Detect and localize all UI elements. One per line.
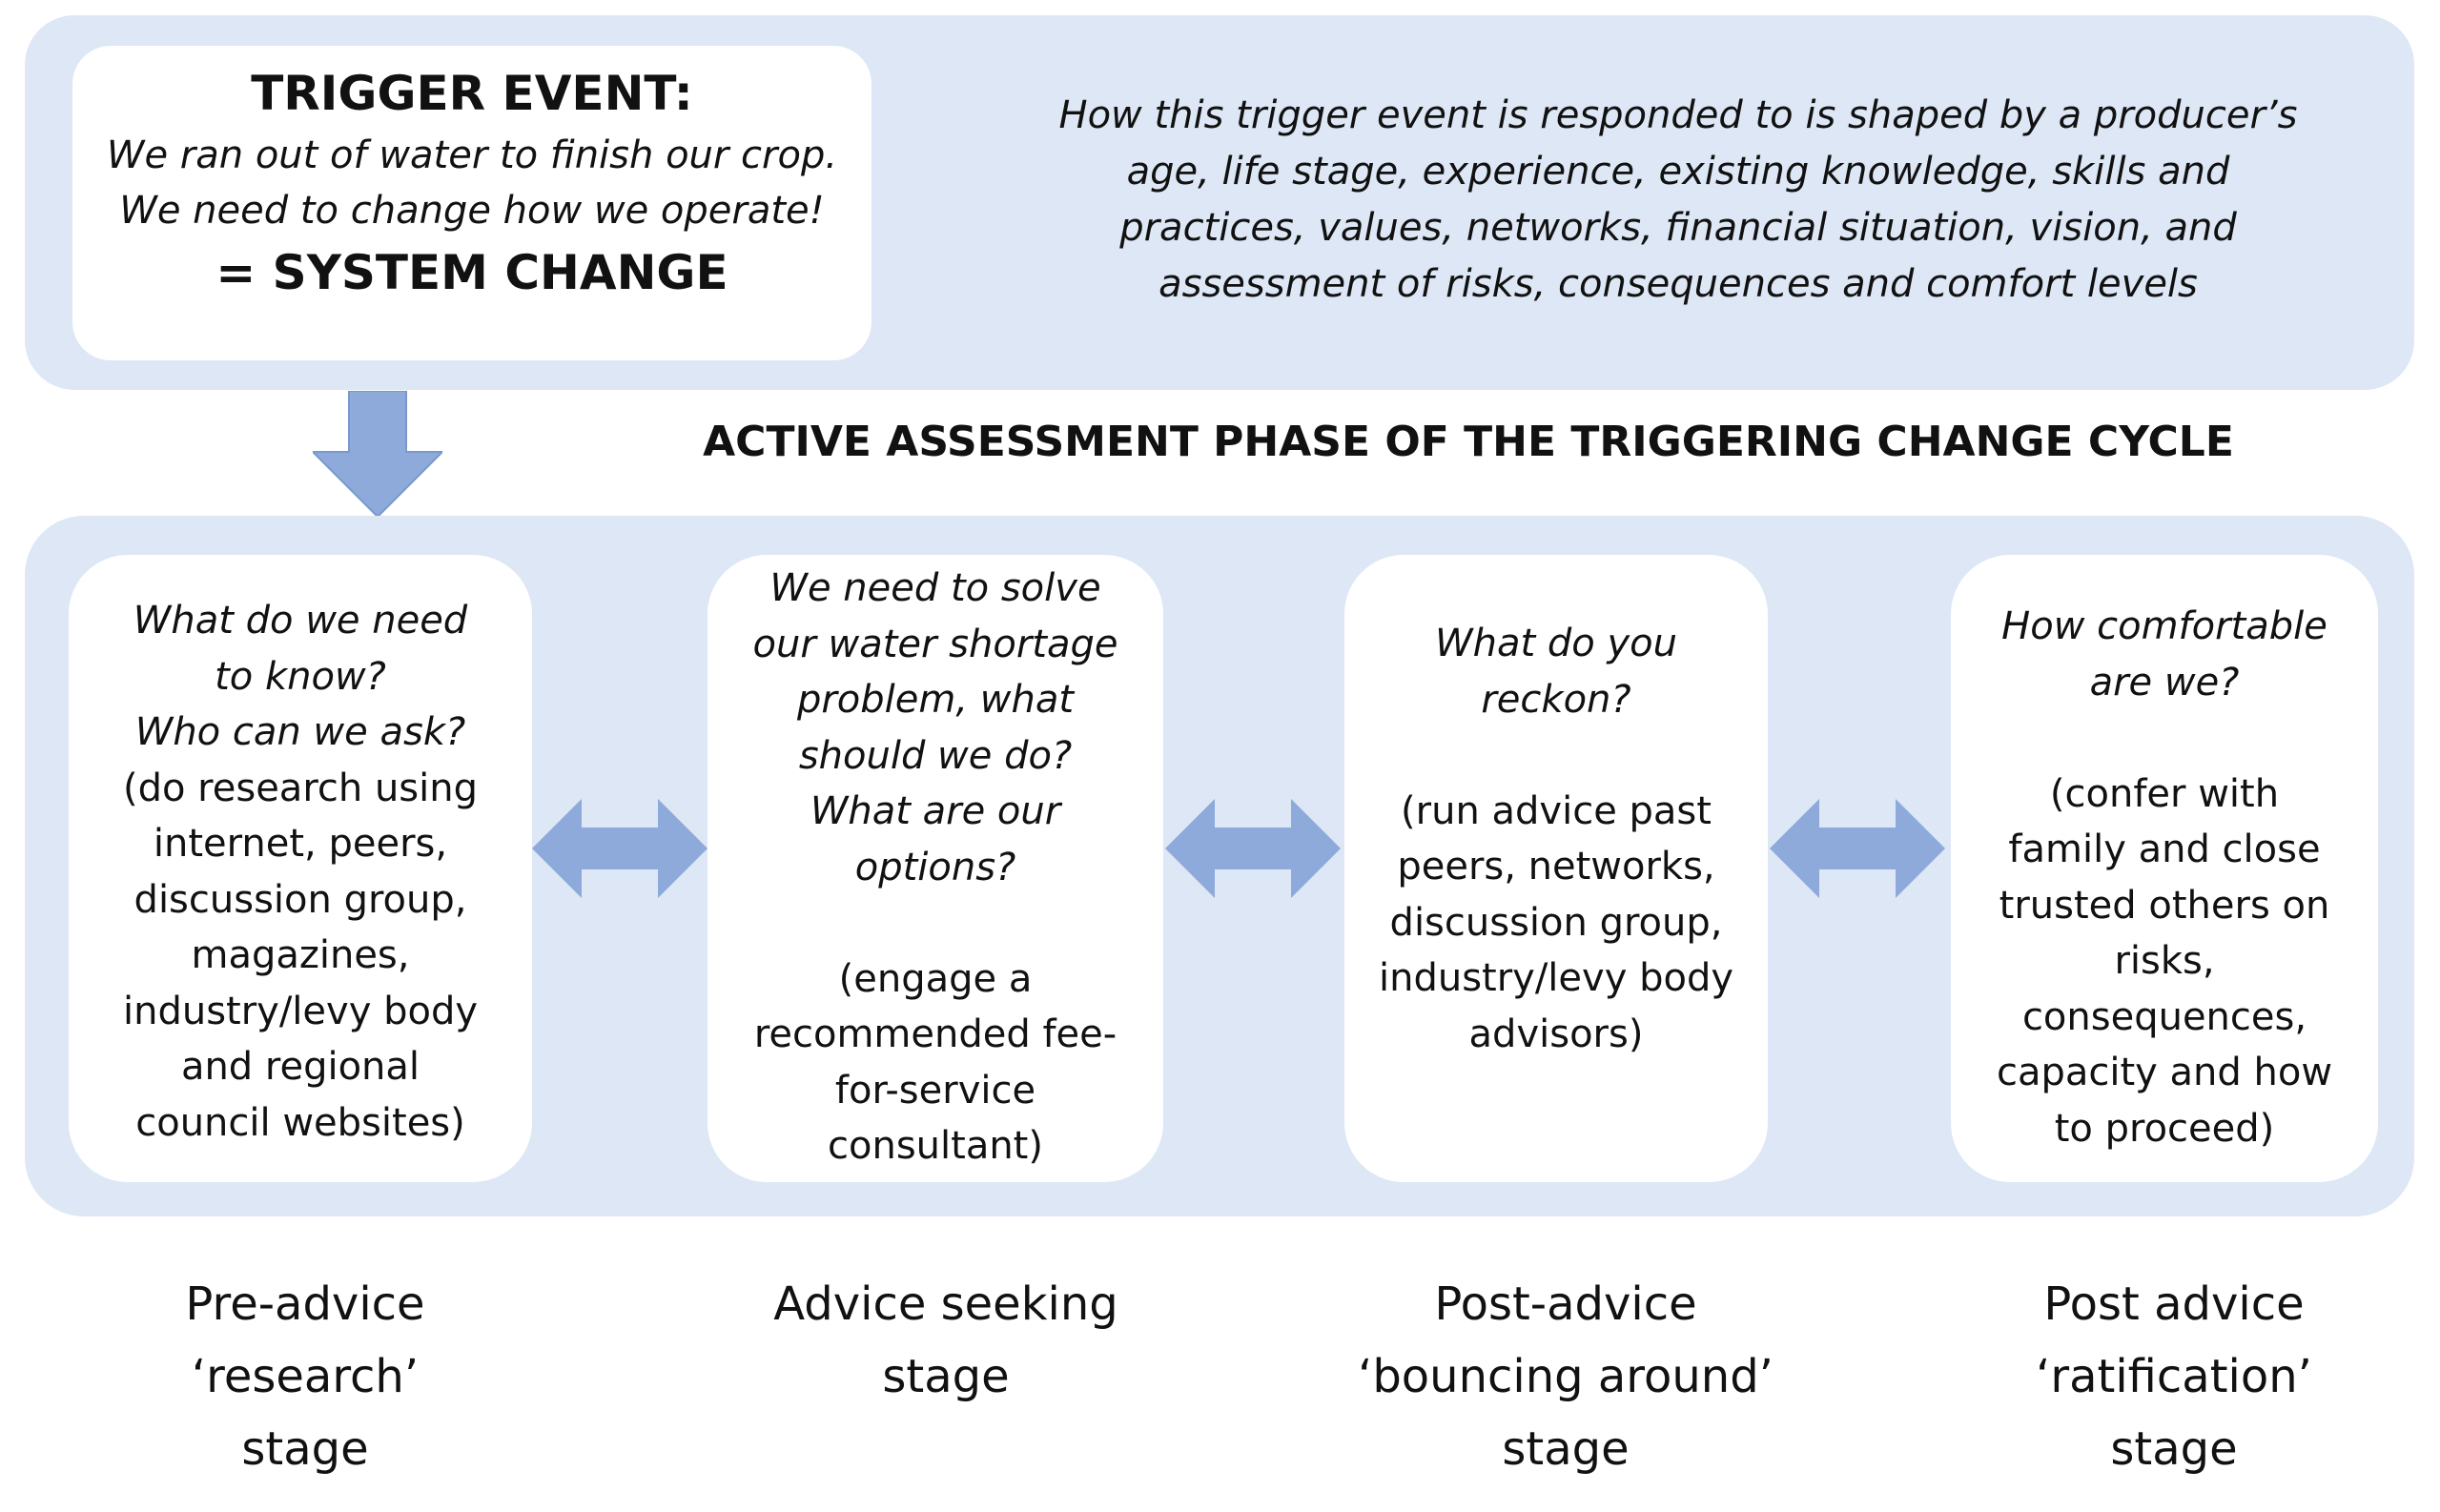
stage-card-pre-advice: What do we need to know? Who can we ask?…	[69, 555, 532, 1182]
stage-question-line: What do you	[1435, 622, 1677, 665]
stage-label-line: stage	[2110, 1422, 2238, 1476]
stage-action-line: (do research using	[123, 766, 478, 810]
stage-label-bouncing-around: Post-advice ‘bouncing around’ stage	[1299, 1268, 1833, 1485]
stage-action-line: magazines,	[191, 933, 410, 977]
stage-label-pre-advice: Pre-advice ‘research’ stage	[86, 1268, 524, 1485]
stage-question-line: options?	[854, 845, 1016, 889]
stage-label-line: ‘bouncing around’	[1358, 1350, 1774, 1403]
stage-action-line: risks,	[2114, 939, 2215, 983]
stage-action-line: (engage a	[838, 956, 1033, 1001]
stage-label-line: stage	[241, 1422, 369, 1476]
stage-label-line: Advice seeking	[773, 1277, 1118, 1331]
stage-action-line: internet, peers,	[153, 822, 448, 866]
stage-question-line: to know?	[215, 654, 386, 699]
stage-question-line: reckon?	[1481, 677, 1631, 722]
double-arrow-icon	[1165, 799, 1341, 898]
stage-question-line: should we do?	[798, 733, 1073, 778]
stage-question-line: are we?	[2089, 660, 2240, 705]
stage-card-bouncing-around: What do you reckon? (run advice past pee…	[1344, 555, 1768, 1182]
stage-question-line: We need to solve	[769, 566, 1101, 610]
double-arrow-icon	[532, 799, 707, 898]
stage-action-line: to proceed)	[2054, 1106, 2275, 1151]
stage-question-line: How comfortable	[2001, 604, 2327, 648]
stage-card-advice-seeking: We need to solve our water shortage prob…	[707, 555, 1163, 1182]
trigger-event-title: TRIGGER EVENT:	[251, 66, 693, 121]
stage-action-line: discussion group,	[133, 877, 467, 922]
stage-action-line: industry/levy body	[1378, 956, 1734, 1000]
stage-question-line: Who can we ask?	[134, 710, 466, 754]
stage-action-line: consultant)	[828, 1124, 1043, 1168]
stage-action-line: family and close	[2008, 828, 2321, 871]
stage-action-line: consequences,	[2021, 994, 2307, 1039]
trigger-note-line: practices, values, networks, financial s…	[1119, 206, 2237, 250]
stage-action-line: and regional	[180, 1045, 420, 1089]
stage-question-line: problem, what	[796, 678, 1075, 722]
trigger-event-line-2: We need to change how we operate!	[119, 189, 825, 233]
trigger-response-note: How this trigger event is responded to i…	[953, 88, 2403, 313]
stage-label-line: ‘ratification’	[2036, 1350, 2312, 1403]
down-arrow-icon	[313, 391, 442, 517]
trigger-event-card: TRIGGER EVENT: We ran out of water to fi…	[72, 46, 871, 360]
phase-title: ACTIVE ASSESSMENT PHASE OF THE TRIGGERIN…	[703, 418, 2234, 466]
stage-action-line: (confer with	[2049, 771, 2280, 816]
stage-question-line: What are our	[810, 789, 1061, 833]
trigger-event-line-1: We ran out of water to finish our crop.	[106, 133, 838, 177]
trigger-note-line: How this trigger event is responded to i…	[1058, 93, 2298, 137]
stage-card-ratification: How comfortable are we? (confer with fam…	[1951, 555, 2378, 1182]
stage-label-line: Post-advice	[1434, 1277, 1697, 1331]
stage-action-line: council websites)	[135, 1100, 465, 1145]
trigger-note-line: assessment of risks, consequences and co…	[1158, 262, 2198, 306]
stage-action-line: industry/levy body	[122, 989, 479, 1033]
stage-question-line: What do we need	[133, 599, 468, 643]
stage-label-line: stage	[1502, 1422, 1630, 1476]
stage-label-ratification: Post advice ‘ratification’ stage	[1936, 1268, 2412, 1485]
stage-action-line: advisors)	[1468, 1011, 1644, 1056]
stage-action-line: peers, networks,	[1397, 845, 1715, 889]
stage-label-advice-seeking: Advice seeking stage	[717, 1268, 1175, 1413]
double-arrow-icon	[1770, 799, 1945, 898]
system-change-label: = SYSTEM CHANGE	[215, 245, 728, 300]
stage-label-line: Post advice	[2043, 1277, 2305, 1331]
stage-action-line: (run advice past	[1401, 788, 1712, 833]
stage-action-line: discussion group,	[1389, 900, 1723, 945]
stage-action-line: recommended fee-	[753, 1012, 1117, 1056]
stage-label-line: Pre-advice	[185, 1277, 425, 1331]
stage-action-line: for-service	[834, 1068, 1036, 1113]
stage-label-line: ‘research’	[191, 1350, 420, 1403]
trigger-note-line: age, life stage, experience, existing kn…	[1126, 150, 2230, 194]
stage-question-line: our water shortage	[752, 622, 1118, 666]
stage-label-line: stage	[882, 1350, 1010, 1403]
stage-action-line: trusted others on	[1999, 883, 2330, 928]
stage-action-line: capacity and how	[1996, 1051, 2333, 1094]
